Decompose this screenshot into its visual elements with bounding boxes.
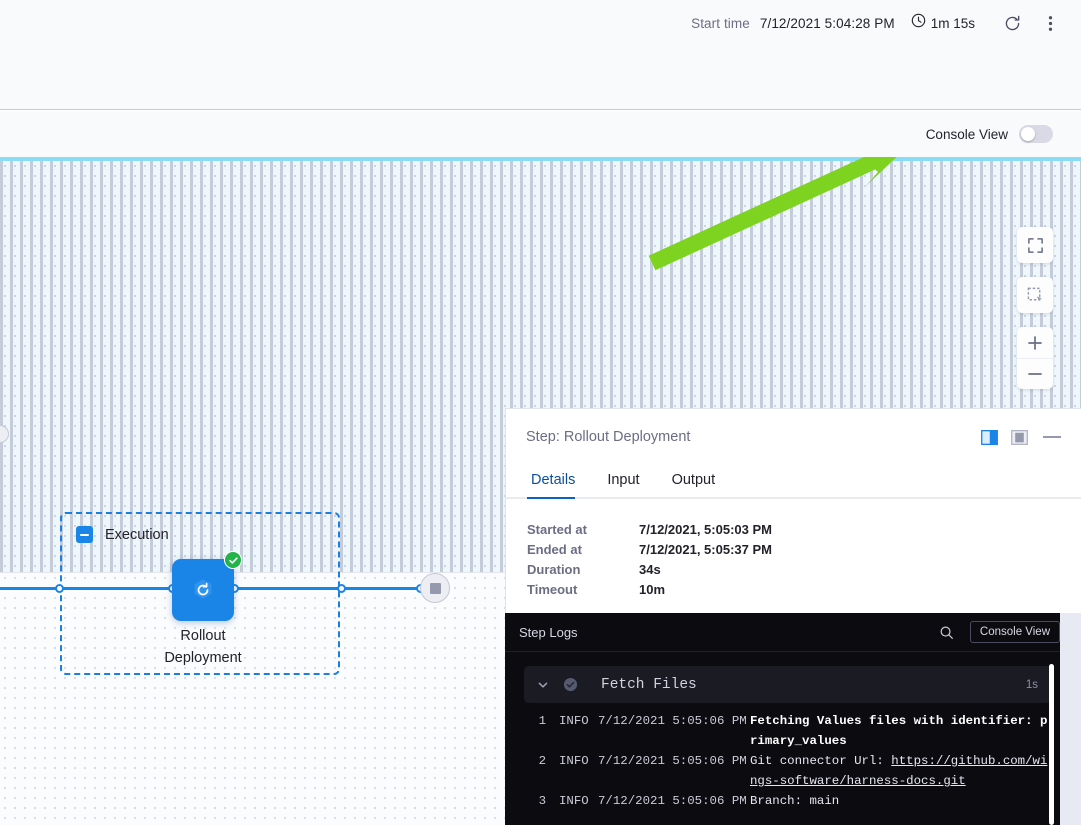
zoom-controls: [1017, 327, 1053, 389]
canvas-lower-region: [0, 572, 505, 825]
field-label: Ended at: [527, 541, 582, 557]
step-details-tabs: Details Input Output: [506, 463, 1081, 499]
panel-layout-right-icon[interactable]: [981, 429, 998, 445]
stop-square-icon: [429, 582, 441, 594]
pipeline-graph: Execution Rollout Deployment: [0, 0, 505, 825]
step-details-fields: Started at 7/12/2021, 5:05:03 PM Ended a…: [506, 519, 1081, 599]
field-value: 10m: [639, 581, 666, 597]
step-details-title: Step: Rollout Deployment: [526, 429, 691, 445]
check-circle-icon: [563, 677, 578, 692]
collapse-minus-icon[interactable]: [76, 526, 93, 543]
end-node[interactable]: [420, 573, 450, 603]
step-details-actions: [981, 429, 1061, 445]
log-section-fetch-files[interactable]: Fetch Files 1s: [524, 666, 1052, 703]
log-line-level: INFO: [559, 794, 589, 808]
field-value: 7/12/2021, 5:05:37 PM: [639, 541, 772, 557]
zoom-in-button[interactable]: [1017, 327, 1053, 358]
log-line-number: 2: [538, 754, 546, 768]
field-started-at: Started at 7/12/2021, 5:05:03 PM: [527, 519, 1081, 539]
log-line-level: INFO: [559, 754, 589, 768]
tab-input[interactable]: Input: [607, 472, 640, 488]
step-logs-header: Step Logs Console View: [505, 613, 1081, 652]
field-ended-at: Ended at 7/12/2021, 5:05:37 PM: [527, 539, 1081, 559]
logs-console-view-button[interactable]: Console View: [969, 621, 1060, 643]
edge-incoming: [0, 587, 60, 590]
console-view-bar: Console View: [0, 111, 1081, 157]
log-line-number: 3: [538, 794, 546, 808]
status-badge-success: [224, 551, 242, 569]
field-timeout: Timeout 10m: [527, 579, 1081, 599]
log-line: 3 INFO 7/12/2021 5:05:06 PM Branch: main: [524, 791, 1052, 811]
step-logs-title: Step Logs: [519, 624, 578, 640]
clock-icon: [911, 13, 926, 33]
fit-to-screen-button[interactable]: [1017, 227, 1053, 263]
log-line: 1 INFO 7/12/2021 5:05:06 PM Fetching Val…: [524, 711, 1052, 751]
log-line-message-text: Git connector Url:: [750, 754, 892, 768]
marquee-select-icon: [1027, 287, 1042, 302]
log-section-name: Fetch Files: [601, 676, 697, 693]
edge-to-end: [234, 587, 424, 590]
log-line-number: 1: [538, 714, 546, 728]
log-scrollbar-track[interactable]: [1049, 664, 1054, 825]
field-label: Timeout: [527, 581, 578, 597]
field-label: Started at: [527, 521, 587, 537]
start-time-label: Start time: [691, 15, 750, 31]
log-line-timestamp: 7/12/2021 5:05:06 PM: [598, 754, 747, 768]
log-line-timestamp: 7/12/2021 5:05:06 PM: [598, 794, 747, 808]
step-details-panel: Step: Rollout Deployment Details Input O…: [505, 408, 1081, 613]
field-value: 34s: [639, 561, 661, 577]
step-node-label: Rollout Deployment: [164, 628, 242, 666]
port-group-in[interactable]: [55, 584, 64, 593]
port-group-out[interactable]: [337, 584, 346, 593]
tab-output[interactable]: Output: [671, 472, 716, 488]
step-details-header: Step: Rollout Deployment: [506, 409, 1081, 465]
log-lines: 1 INFO 7/12/2021 5:05:06 PM Fetching Val…: [524, 711, 1052, 811]
previous-stage-node[interactable]: [0, 425, 9, 443]
log-scrollbar-thumb[interactable]: [1049, 664, 1054, 825]
log-line-level: INFO: [559, 714, 589, 728]
field-duration: Duration 34s: [527, 559, 1081, 579]
refresh-icon[interactable]: [999, 10, 1025, 36]
step-node-rollout-deployment[interactable]: [172, 551, 242, 621]
log-line-link[interactable]: https://github.com/wings-software/harnes…: [750, 754, 1048, 788]
toggle-knob: [1021, 127, 1035, 141]
tab-details[interactable]: Details: [527, 472, 591, 499]
chevron-down-icon[interactable]: [536, 679, 550, 691]
step-logs-panel: Step Logs Console View Fetch Files 1s 1 …: [505, 613, 1081, 825]
plus-icon: [1028, 335, 1042, 350]
field-value: 7/12/2021, 5:05:03 PM: [639, 521, 772, 537]
log-line-message: Fetching Values files with identifier: p…: [750, 714, 1048, 748]
canvas-controls: [1017, 227, 1053, 389]
console-view-label: Console View: [925, 126, 1008, 142]
log-line-message: Git connector Url: https://github.com/wi…: [750, 751, 1052, 791]
log-line-message: Branch: main: [750, 794, 840, 808]
minus-icon: [1028, 373, 1042, 375]
zoom-out-button[interactable]: [1017, 358, 1053, 389]
expand-icon: [1027, 237, 1043, 253]
log-section-duration: 1s: [1025, 678, 1038, 691]
execution-group-label: Execution: [105, 526, 169, 543]
search-icon[interactable]: [936, 621, 958, 643]
minimize-panel-button[interactable]: [1043, 436, 1061, 438]
rolling-deployment-icon: [194, 579, 212, 599]
execution-group[interactable]: Execution: [60, 512, 340, 675]
execution-header: Start time 7/12/2021 5:04:28 PM 1m 15s: [0, 0, 1081, 110]
select-area-button[interactable]: [1017, 277, 1053, 313]
execution-duration: 1m 15s: [930, 15, 975, 31]
execution-meta: Start time 7/12/2021 5:04:28 PM 1m 15s: [691, 10, 1063, 36]
duration-group: 1m 15s: [911, 13, 975, 33]
check-icon: [228, 556, 238, 564]
panel-layout-bottom-icon[interactable]: [1011, 429, 1028, 445]
execution-group-header: Execution: [76, 526, 169, 543]
edge-to-step: [60, 587, 172, 590]
field-label: Duration: [527, 561, 581, 577]
log-line: 2 INFO 7/12/2021 5:05:06 PM Git connecto…: [524, 751, 1052, 791]
console-view-toggle[interactable]: [1019, 125, 1053, 143]
log-line-timestamp: 7/12/2021 5:05:06 PM: [598, 714, 747, 728]
kebab-menu-icon[interactable]: [1037, 10, 1063, 36]
right-rail: [1060, 613, 1081, 825]
start-time-value: 7/12/2021 5:04:28 PM: [759, 15, 895, 31]
console-view-group: Console View: [926, 125, 1053, 143]
